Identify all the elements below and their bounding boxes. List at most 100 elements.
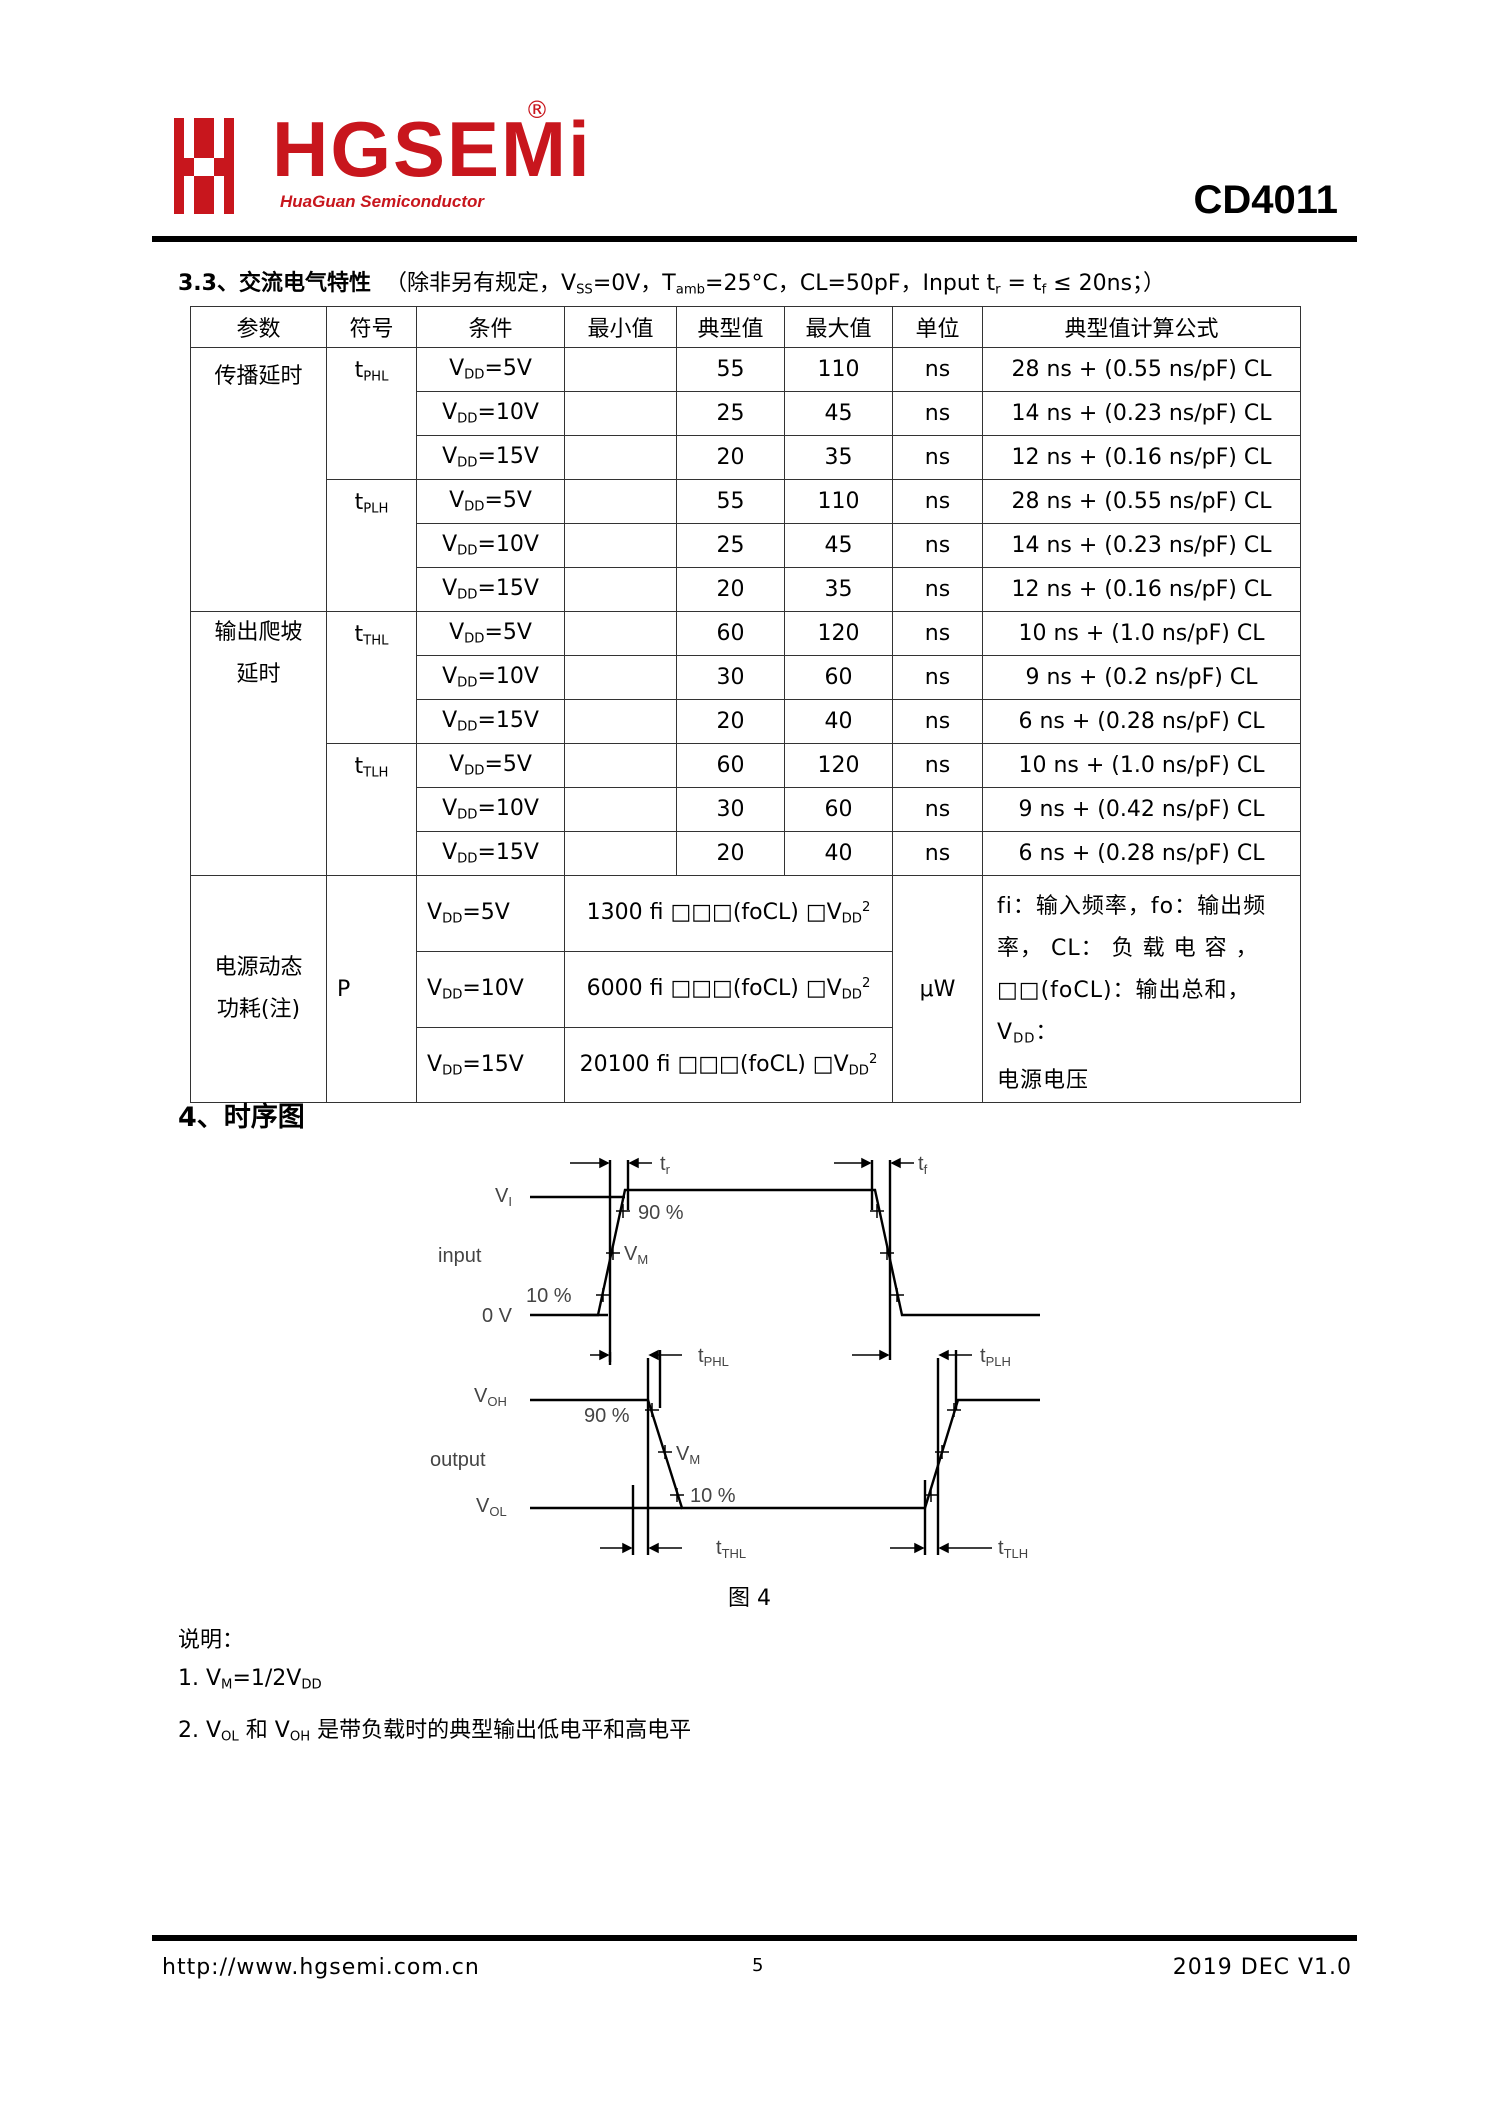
condition-cell: VDD=10V — [416, 950, 565, 1028]
table-header: 典型值 — [676, 306, 785, 348]
max-cell: 120 — [784, 743, 893, 788]
table-row: VDD=10V 25 45 ns 14 ns + (0.23 ns/pF) CL — [191, 391, 1301, 436]
footer-divider — [152, 1935, 1357, 1941]
condition-cell: VDD=10V — [416, 523, 565, 568]
figure-caption: 图 4 — [728, 1586, 771, 1611]
symbol-tthl: tTHL — [326, 611, 417, 744]
max-cell: 110 — [784, 347, 893, 392]
min-cell — [564, 523, 677, 568]
table-header: 条件 — [416, 306, 565, 348]
unit-cell: ns — [892, 831, 983, 876]
min-cell — [564, 567, 677, 612]
min-cell — [564, 611, 677, 656]
condition-cell: VDD=10V — [416, 391, 565, 436]
condition-cell: VDD=10V — [416, 655, 565, 700]
label-90-in: 90 % — [638, 1202, 684, 1224]
max-cell: 45 — [784, 391, 893, 436]
formula-cell: 9 ns + (0.42 ns/pF) CL — [982, 787, 1301, 832]
max-cell: 40 — [784, 699, 893, 744]
condition-cell: VDD=15V — [416, 435, 565, 480]
symbol-p: P — [326, 874, 417, 1104]
company-name: HuaGuan Semiconductor — [280, 192, 485, 211]
power-note-cell: fi：输入频率，fo：输出频率， CL： 负 载 电 容 ，□□(foCL)：输… — [982, 874, 1301, 1104]
part-number: CD4011 — [1193, 178, 1338, 222]
note-item: 2. VOL 和 VOH 是带负载时的典型输出低电平和高电平 — [178, 1718, 692, 1745]
table-row: VDD=15V 20 40 ns 6 ns + (0.28 ns/pF) CL — [191, 699, 1301, 744]
typ-cell: 20 — [676, 831, 785, 876]
typ-cell: 30 — [676, 655, 785, 700]
formula-cell: 28 ns + (0.55 ns/pF) CL — [982, 347, 1301, 392]
min-cell — [564, 391, 677, 436]
condition-cell: VDD=15V — [416, 1026, 565, 1104]
formula-cell: 14 ns + (0.23 ns/pF) CL — [982, 523, 1301, 568]
param-propagation-delay: 传播延时 — [190, 347, 327, 612]
min-cell — [564, 699, 677, 744]
unit-cell: ns — [892, 435, 983, 480]
param-transition-time: 输出爬坡延时 — [190, 611, 327, 876]
typ-cell: 25 — [676, 523, 785, 568]
unit-cell: ns — [892, 699, 983, 744]
max-cell: 35 — [784, 435, 893, 480]
condition-cell: VDD=5V — [416, 347, 565, 392]
formula-cell: 9 ns + (0.2 ns/pF) CL — [982, 655, 1301, 700]
table-row: VDD=15V 20 40 ns 6 ns + (0.28 ns/pF) CL — [191, 831, 1301, 876]
typ-cell: 20 — [676, 567, 785, 612]
max-cell: 120 — [784, 611, 893, 656]
condition-cell: VDD=5V — [416, 611, 565, 656]
min-cell — [564, 435, 677, 480]
condition-cell: VDD=15V — [416, 699, 565, 744]
label-voh: VOH — [474, 1385, 507, 1409]
condition-cell: VDD=5V — [416, 479, 565, 524]
label-0v: 0 V — [482, 1305, 513, 1327]
table-header: 参数 — [190, 306, 327, 348]
max-cell: 110 — [784, 479, 893, 524]
table-row: tPLH VDD=5V 55 110 ns 28 ns + (0.55 ns/p… — [191, 479, 1301, 612]
label-vm-out: VM — [676, 1443, 700, 1467]
condition-cell: VDD=15V — [416, 831, 565, 876]
max-cell: 60 — [784, 787, 893, 832]
label-input: input — [438, 1245, 482, 1267]
typ-cell: 55 — [676, 347, 785, 392]
table-header-row: 参数 符号 条件 最小值 典型值 最大值 单位 典型值计算公式 — [190, 306, 1301, 348]
symbol-tphl: tPHL — [326, 347, 417, 480]
typ-cell: 60 — [676, 743, 785, 788]
typ-cell: 25 — [676, 391, 785, 436]
registered-mark: ® — [525, 96, 549, 124]
table-row: VDD=15V 20 35 ns 12 ns + (0.16 ns/pF) CL — [191, 435, 1301, 480]
label-tthl: tTHL — [716, 1537, 746, 1561]
formula-cell: 14 ns + (0.23 ns/pF) CL — [982, 391, 1301, 436]
typ-cell: 60 — [676, 611, 785, 656]
formula-cell: 10 ns + (1.0 ns/pF) CL — [982, 743, 1301, 788]
condition-cell: VDD=5V — [416, 743, 565, 788]
condition-cell: VDD=15V — [416, 567, 565, 612]
symbol-ttlh: tTLH — [326, 743, 417, 876]
timing-diagram: tr tf VI 90 % VM input 10 % 0 V tPHL tPL… — [430, 1153, 1040, 1561]
power-formula-cell: 20100 fi □□□(foCL) □VDD2 — [564, 1026, 893, 1104]
table-header: 最大值 — [784, 306, 893, 348]
label-vol: VOL — [476, 1495, 507, 1519]
footer-url[interactable]: http://www.hgsemi.com.cn — [162, 1955, 480, 1980]
param-dynamic-power: 电源动态功耗(注) — [190, 874, 327, 1104]
hgsemi-logo-icon — [174, 118, 234, 214]
label-vm-in: VM — [624, 1243, 648, 1267]
max-cell: 35 — [784, 567, 893, 612]
unit-cell: ns — [892, 743, 983, 788]
max-cell: 45 — [784, 523, 893, 568]
power-formula-cell: 1300 fi □□□(foCL) □VDD2 — [564, 875, 893, 952]
table-row: VDD=10V 30 60 ns 9 ns + (0.2 ns/pF) CL — [191, 655, 1301, 700]
table-header: 典型值计算公式 — [982, 306, 1301, 348]
table-header: 最小值 — [564, 306, 677, 348]
document-version: 2019 DEC V1.0 — [1172, 1955, 1352, 1980]
label-10-out: 10 % — [690, 1485, 736, 1507]
label-90-out: 90 % — [584, 1405, 630, 1427]
table-row: VDD=15V 20 35 ns 12 ns + (0.16 ns/pF) CL — [191, 567, 1301, 612]
unit-cell: ns — [892, 787, 983, 832]
header-divider — [152, 236, 1357, 242]
power-formula-cell: 6000 fi □□□(foCL) □VDD2 — [564, 950, 893, 1028]
typ-cell: 30 — [676, 787, 785, 832]
condition-cell: VDD=10V — [416, 787, 565, 832]
table-row: 传播延时 tPHL VDD=5V 55 110 ns 28 ns + (0.55… — [190, 347, 1301, 612]
min-cell — [564, 347, 677, 392]
table-header: 符号 — [326, 306, 417, 348]
unit-cell: ns — [892, 655, 983, 700]
